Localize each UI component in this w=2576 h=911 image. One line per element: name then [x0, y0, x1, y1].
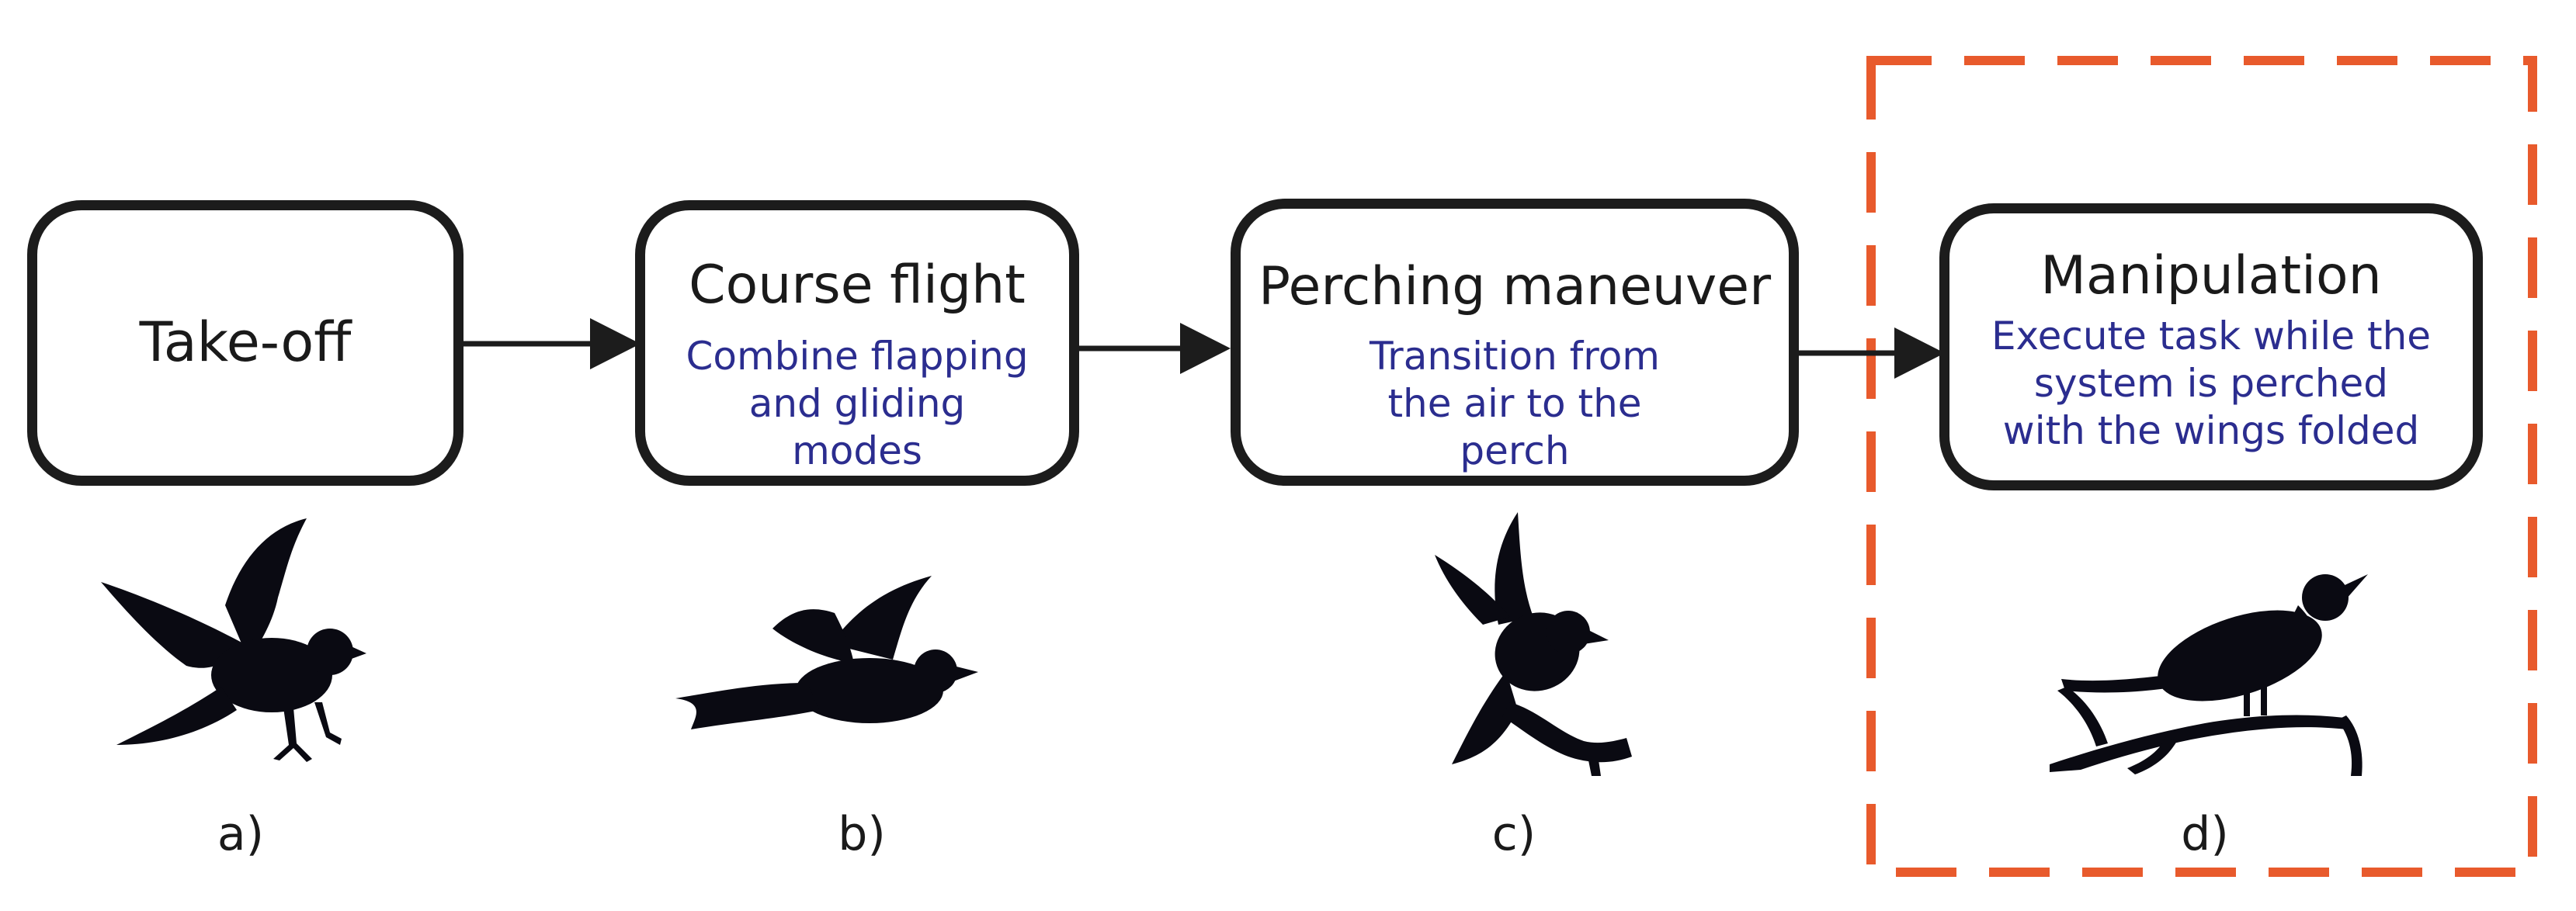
- stage-description: Combine flapping and gliding modes: [686, 334, 1029, 474]
- bird-gliding-icon: [675, 576, 978, 729]
- stage-manipulation: Manipulation Execute task while the syst…: [1939, 203, 2483, 490]
- caption-d: d): [2181, 807, 2229, 861]
- stage-title: Course flight: [689, 255, 1026, 316]
- arrow-c-to-d: [1793, 327, 1945, 379]
- stage-title: Perching maneuver: [1258, 256, 1772, 317]
- caption-b: b): [838, 807, 886, 861]
- stage-takeoff: Take-off: [27, 200, 463, 486]
- bird-takeoff-icon: [101, 518, 366, 762]
- caption-a: a): [217, 807, 265, 861]
- stage-course-flight: Course flight Combine flapping and glidi…: [635, 200, 1079, 486]
- arrow-b-to-c: [1075, 323, 1231, 374]
- bird-landing-icon: [1435, 512, 1632, 776]
- stage-title: Take-off: [139, 310, 352, 374]
- caption-c: c): [1491, 807, 1536, 861]
- stage-perching-maneuver: Perching maneuver Transition from the ai…: [1231, 199, 1799, 486]
- stage-description: Execute task while the system is perched…: [1991, 313, 2432, 454]
- stage-description: Transition from the air to the perch: [1369, 334, 1661, 474]
- bird-perched-icon: [2050, 574, 2368, 776]
- arrow-a-to-b: [463, 318, 641, 369]
- stage-title: Manipulation: [2040, 245, 2382, 307]
